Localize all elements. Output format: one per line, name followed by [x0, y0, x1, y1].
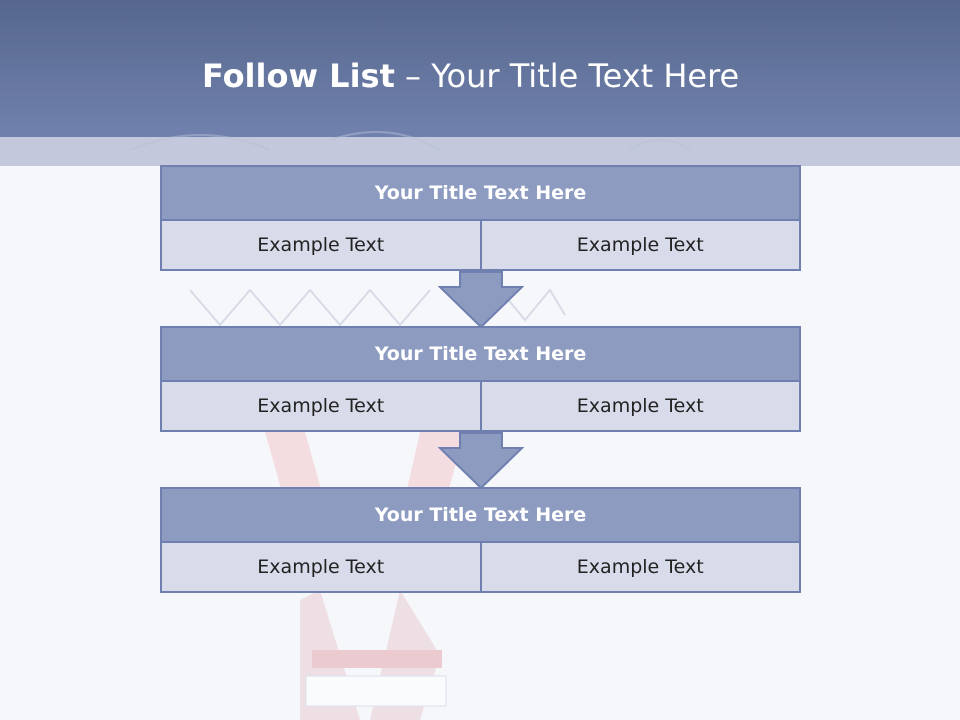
step-row: Example Text Example Text [160, 382, 801, 432]
step-cell-right: Example Text [481, 543, 801, 593]
step-title: Your Title Text Here [160, 487, 801, 543]
header-band [0, 0, 960, 137]
step-card-2: Your Title Text Here Example Text Exampl… [160, 326, 801, 432]
header-strip [0, 137, 960, 166]
step-cell-right: Example Text [481, 221, 801, 271]
step-card-3: Your Title Text Here Example Text Exampl… [160, 487, 801, 593]
step-cell-left: Example Text [160, 543, 482, 593]
down-arrow-icon [438, 271, 524, 329]
step-title: Your Title Text Here [160, 326, 801, 382]
slide-title: Follow List – Your Title Text Here [202, 56, 739, 96]
step-cell-right: Example Text [481, 382, 801, 432]
step-row: Example Text Example Text [160, 543, 801, 593]
step-cell-left: Example Text [160, 221, 482, 271]
step-row: Example Text Example Text [160, 221, 801, 271]
slide-title-bold: Follow List [202, 57, 395, 95]
slide-title-rest: – Your Title Text Here [394, 57, 740, 95]
down-arrow-icon [438, 432, 524, 490]
step-cell-left: Example Text [160, 382, 482, 432]
step-title: Your Title Text Here [160, 165, 801, 221]
step-card-1: Your Title Text Here Example Text Exampl… [160, 165, 801, 271]
